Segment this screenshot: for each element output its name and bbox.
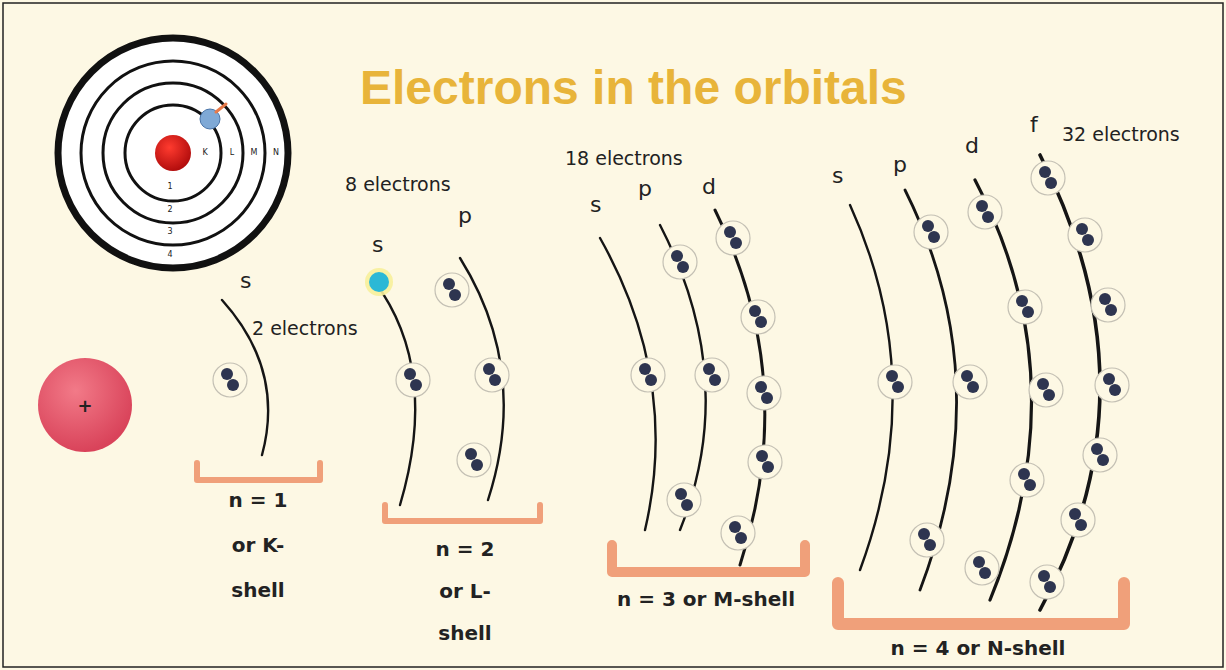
- electron-count: 18 electrons: [565, 148, 683, 170]
- subshell-letter: s: [372, 232, 383, 257]
- nucleus-circle: +: [37, 357, 133, 453]
- subshell-letter: d: [702, 174, 716, 199]
- subshell-letter: s: [832, 163, 843, 188]
- ring-number: 3: [167, 227, 172, 236]
- shell-letter: M: [251, 148, 258, 157]
- subshell-letter: s: [590, 192, 601, 217]
- electron-count: 32 electrons: [1062, 124, 1180, 146]
- subshell-letter: p: [458, 203, 472, 228]
- subshell-letter: s: [240, 268, 251, 293]
- shell-name: n = 2 or L-shell: [422, 528, 508, 654]
- ring-number: 4: [167, 250, 172, 259]
- subshell-letter: p: [893, 152, 907, 177]
- atom-illustration: [58, 38, 288, 268]
- nucleus-fill: [38, 358, 132, 452]
- electron-pairs: [213, 161, 1129, 599]
- electron-count: 8 electrons: [345, 174, 451, 196]
- ring-number: 2: [167, 205, 172, 214]
- nucleus-sign: +: [77, 395, 92, 416]
- subshell-letter: p: [638, 176, 652, 201]
- shell-letter: K: [202, 148, 207, 157]
- ring-number: 1: [167, 182, 172, 191]
- subshell-letter: d: [965, 133, 979, 158]
- orbital-arcs: [222, 155, 1100, 610]
- subshell-letter: f: [1030, 112, 1038, 137]
- frame: [3, 3, 1223, 667]
- shell-letter: N: [273, 148, 279, 157]
- diagram-title: Electrons in the orbitals: [360, 60, 907, 115]
- shell-name: n = 4 or N-shell: [891, 637, 1066, 660]
- electron-count: 2 electrons: [252, 318, 358, 340]
- shell-brackets: [197, 463, 1124, 624]
- shell-name: n = 1 or K-shell: [215, 478, 301, 613]
- shell-name: n = 3 or M-shell: [617, 588, 795, 611]
- shell-letter: L: [230, 148, 234, 157]
